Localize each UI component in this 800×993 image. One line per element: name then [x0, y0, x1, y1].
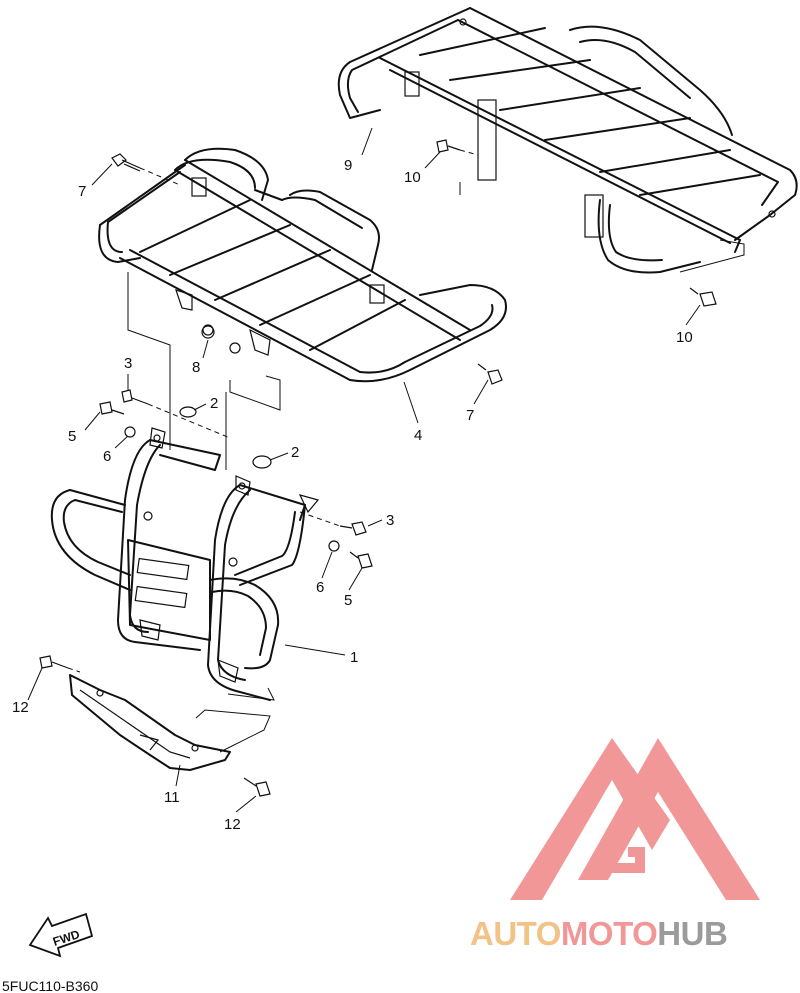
bolt-7-lower: [477, 363, 503, 385]
collar-8: [201, 325, 215, 339]
logo-word-moto: MOTO: [561, 915, 657, 952]
grommet-2-lower: [252, 455, 272, 469]
callout-labels: 7 7 4 9 10 10 8 3 5 6 2 2 3 6 5 1 12 11 …: [12, 157, 693, 833]
fasteners: [39, 139, 717, 797]
callout-2-lower: 2: [291, 444, 299, 461]
logo-word-auto: AUTO: [470, 915, 561, 952]
callout-5-left: 5: [68, 428, 76, 445]
automotohub-logo: AUTOMOTOHUB: [470, 738, 760, 952]
bolt-5-right: [349, 551, 373, 569]
reference-lines: [67, 149, 745, 753]
callout-leaders: [27, 127, 701, 813]
grommet-2-upper: [179, 406, 197, 418]
callout-8: 8: [192, 359, 200, 376]
callout-7-lower: 7: [466, 407, 474, 424]
drawing-code: 5FUC110-B360: [2, 978, 98, 993]
logo-wordmark: AUTOMOTOHUB: [470, 915, 727, 952]
bolt-12-upper: [39, 655, 69, 669]
bolt-3-right: [339, 521, 367, 536]
washer-6-right: [328, 540, 340, 552]
bolt-10-upper: [436, 139, 461, 153]
rear-carrier: [337, 7, 798, 274]
bolt-3-left: [121, 389, 149, 405]
callout-10-lower: 10: [676, 329, 693, 346]
bolt-7-upper: [111, 153, 141, 172]
callout-7-upper: 7: [78, 183, 86, 200]
callout-11: 11: [164, 789, 180, 806]
callout-5-right: 5: [344, 592, 352, 609]
callout-4: 4: [414, 427, 422, 444]
callout-1: 1: [350, 649, 358, 666]
callout-6-right: 6: [316, 579, 324, 596]
logo-triangle-left: [510, 738, 670, 900]
skid-plate: [69, 674, 231, 771]
front-carrier: [98, 147, 507, 383]
logo-word-hub: HUB: [657, 915, 727, 952]
logo-triangle-right: [578, 738, 760, 900]
bolt-12-lower: [243, 777, 271, 797]
callout-12-lower: 12: [224, 816, 241, 833]
callout-12-upper: 12: [12, 699, 29, 716]
bolt-5-left: [99, 401, 125, 415]
callout-6-left: 6: [103, 448, 111, 465]
callout-3-left: 3: [124, 355, 132, 372]
callout-3-right: 3: [386, 512, 394, 529]
bolt-10-lower: [689, 287, 717, 307]
fwd-arrow-icon: FWD: [28, 912, 94, 958]
callout-9: 9: [344, 157, 352, 174]
callout-2-upper: 2: [210, 395, 218, 412]
front-bumper: [50, 427, 320, 701]
callout-10-upper: 10: [404, 169, 421, 186]
washer-6-left: [124, 426, 136, 438]
logo-inner-mark: [600, 847, 645, 873]
